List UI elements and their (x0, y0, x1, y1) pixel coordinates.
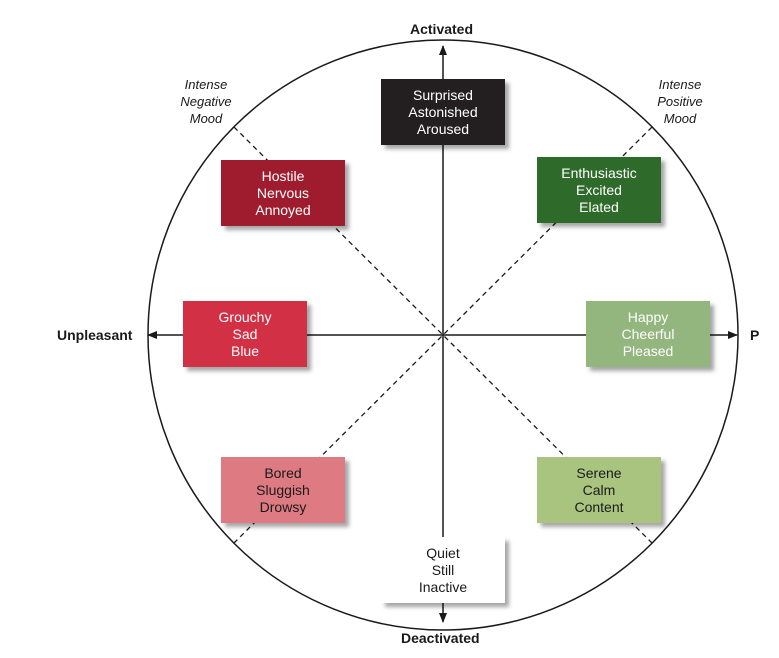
emotion-text: Bored (264, 464, 302, 481)
intense-positive-mood-label: Intense Positive Mood (635, 76, 725, 127)
emotion-text: Content (574, 498, 624, 515)
emotion-box-grouchy: Grouchy Sad Blue (183, 301, 307, 367)
axis-label-unpleasant: Unpleasant (57, 327, 133, 343)
emotion-text: Annoyed (255, 201, 311, 218)
mood-label-line: Mood (663, 111, 697, 126)
axis-label-pleasant: P (750, 327, 760, 343)
emotion-text: Pleased (622, 342, 674, 359)
emotion-text: Astonished (408, 103, 478, 120)
emotion-text: Elated (579, 198, 619, 215)
emotion-text: Nervous (256, 184, 310, 201)
emotion-text: Aroused (416, 120, 470, 137)
mood-label-line: Mood (189, 111, 223, 126)
intense-negative-mood-label: Intense Negative Mood (161, 76, 251, 127)
emotion-box-surprised: Surprised Astonished Aroused (381, 79, 505, 145)
emotion-box-hostile: Hostile Nervous Annoyed (221, 160, 345, 226)
emotion-box-bored: Bored Sluggish Drowsy (221, 457, 345, 523)
emotion-text: Inactive (418, 578, 468, 595)
emotion-text: Serene (576, 464, 622, 481)
emotion-text: Excited (576, 181, 622, 198)
emotion-text: Enthusiastic (561, 164, 637, 181)
emotion-text: Cheerful (621, 325, 675, 342)
emotion-text: Blue (230, 342, 260, 359)
mood-label-line: Positive (657, 94, 703, 109)
axis-label-deactivated: Deactivated (401, 630, 480, 646)
emotion-text: Happy (627, 308, 669, 325)
emotion-text: Sluggish (256, 481, 310, 498)
emotion-box-happy: Happy Cheerful Pleased (586, 301, 710, 367)
mood-label-line: Intense (658, 77, 702, 92)
emotion-text: Drowsy (259, 498, 307, 515)
emotion-text: Surprised (413, 86, 473, 103)
emotion-text: Calm (582, 481, 616, 498)
emotion-text: Grouchy (218, 308, 272, 325)
emotion-text: Still (431, 561, 455, 578)
emotion-box-serene: Serene Calm Content (537, 457, 661, 523)
emotion-box-enthusiastic: Enthusiastic Excited Elated (537, 157, 661, 223)
emotion-box-quiet: Quiet Still Inactive (381, 537, 505, 603)
mood-label-line: Intense (184, 77, 228, 92)
axis-label-activated: Activated (410, 21, 474, 37)
emotion-text: Hostile (261, 167, 305, 184)
emotion-text: Quiet (426, 544, 460, 561)
mood-label-line: Negative (180, 94, 232, 109)
emotion-text: Sad (232, 325, 258, 342)
